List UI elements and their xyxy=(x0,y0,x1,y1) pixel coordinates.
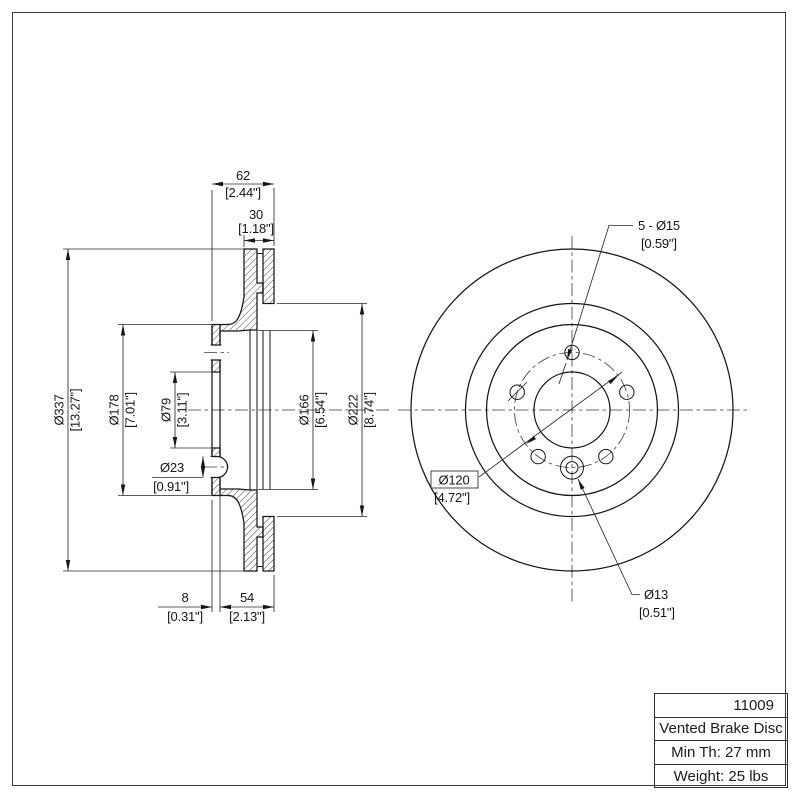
dim-friction-inner-dia-in: [8.74"] xyxy=(362,392,377,428)
dim-vent-inner-dia-in: [6.54"] xyxy=(313,392,328,428)
dim-outer-dia-mm: Ø337 xyxy=(52,394,67,425)
friction-inner-circle xyxy=(464,302,680,518)
dim-bore-dia-in: [3.11"] xyxy=(175,393,190,428)
dim-flange-thickness-in: [0.31"] xyxy=(167,609,203,624)
label-lug-holes-in: [0.59"] xyxy=(641,236,677,251)
section-view: 62 [2.44"] 30 [1.18"] Ø337 [13.27"] Ø178… xyxy=(52,168,392,624)
flange-lug-hole xyxy=(204,344,229,361)
dim-flange-thickness-mm: 8 xyxy=(181,590,188,605)
hat-circle xyxy=(485,323,659,497)
lug-hole-tick xyxy=(507,381,528,402)
dim-hat-dia-mm: Ø178 xyxy=(107,394,122,425)
title-block-min-thickness: Min Th: 27 mm xyxy=(655,741,787,765)
dim-hat-dia-in: [7.01"] xyxy=(123,392,138,428)
leader-bolt-circle: Ø120 [4.72"] xyxy=(430,371,623,505)
dim-disc-thickness-mm: 30 xyxy=(249,207,263,222)
leader-retaining-hole: Ø13 [0.51"] xyxy=(577,478,675,620)
dim-outer-dia-in: [13.27"] xyxy=(68,389,83,432)
section-plate-top-right xyxy=(262,248,275,305)
front-view: 5 - Ø15 [0.59"] Ø120 [4.72"] Ø13 [0.51"] xyxy=(398,218,748,620)
label-bolt-circle-in: [4.72"] xyxy=(434,490,470,505)
title-block-description: Vented Brake Disc xyxy=(655,718,787,741)
center-bore-circle xyxy=(533,371,611,449)
label-retaining-hole-mm: Ø13 xyxy=(644,587,668,602)
dim-vent-inner-dia-mm: Ø166 xyxy=(297,394,312,425)
lug-hole-upper-left xyxy=(509,384,525,400)
vent-edges xyxy=(249,330,271,490)
dim-total-width-in: [2.44"] xyxy=(225,185,261,200)
lug-holes xyxy=(507,344,635,465)
section-hat-bottom xyxy=(211,447,264,572)
title-block: 11009 Vented Brake Disc Min Th: 27 mm We… xyxy=(654,693,788,788)
dimension-lines xyxy=(65,181,365,610)
title-block-weight: Weight: 25 lbs xyxy=(673,767,769,785)
lug-hole-lower-left xyxy=(530,448,546,465)
label-bolt-circle-mm: Ø120 xyxy=(438,473,469,488)
section-cut-material xyxy=(211,248,275,572)
dim-offset-mm: 54 xyxy=(240,590,254,605)
outer-diameter-circle xyxy=(410,248,734,572)
label-retaining-hole-in: [0.51"] xyxy=(639,605,675,620)
dim-total-width-mm: 62 xyxy=(236,168,250,183)
dim-bore-dia-mm: Ø79 xyxy=(159,398,174,422)
dim-counterbore-in: [0.91"] xyxy=(153,479,189,494)
bolt-circle-label-box xyxy=(430,470,479,489)
section-hat-top xyxy=(211,248,264,373)
flange-counterbore-hole xyxy=(204,455,229,479)
dim-friction-inner-dia-mm: Ø222 xyxy=(346,394,361,425)
sheet-border xyxy=(12,12,786,786)
retaining-hole xyxy=(560,455,584,480)
dimension-labels: 62 [2.44"] 30 [1.18"] Ø337 [13.27"] Ø178… xyxy=(52,168,377,624)
leader-lug-holes: 5 - Ø15 [0.59"] xyxy=(558,218,680,385)
lug-hole-upper-right xyxy=(619,384,635,400)
extension-lines xyxy=(63,188,367,612)
dim-counterbore-mm: Ø23 xyxy=(160,460,184,475)
label-lug-holes-mm: 5 - Ø15 xyxy=(638,218,680,233)
section-plate-bottom-right xyxy=(262,515,275,572)
disc-circles xyxy=(410,248,734,572)
dim-offset-in: [2.13"] xyxy=(229,609,265,624)
title-block-part-number: 11009 xyxy=(655,694,787,718)
dim-disc-thickness-in: [1.18"] xyxy=(238,221,274,236)
lug-hole-lower-right xyxy=(598,448,614,465)
